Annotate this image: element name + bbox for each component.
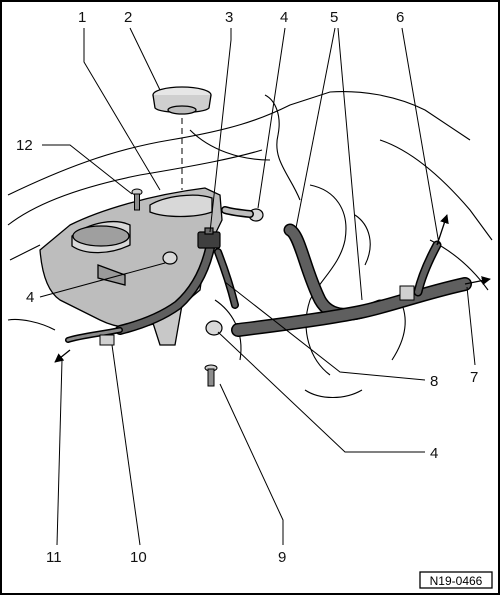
callout-4-left: 4 <box>26 289 34 306</box>
bolt-9 <box>204 364 218 387</box>
callout-6: 6 <box>396 9 404 26</box>
figure-reference-box: N19-0466 <box>419 571 493 589</box>
connector-plug <box>197 227 221 249</box>
callout-3: 3 <box>225 9 233 26</box>
callout-1: 1 <box>78 9 86 26</box>
callout-2: 2 <box>124 9 132 26</box>
callout-10: 10 <box>130 549 147 566</box>
hose-connector <box>399 285 415 301</box>
callout-7: 7 <box>470 369 478 386</box>
expansion-tank <box>39 187 223 346</box>
callout-12: 12 <box>16 137 33 154</box>
leader-lines <box>39 27 476 546</box>
callout-4-top: 4 <box>280 9 288 26</box>
coolant-hoses <box>65 206 472 343</box>
callout-5: 5 <box>330 9 338 26</box>
callout-numbers: 1 2 3 4 5 6 7 8 4 9 10 11 4 12 <box>16 9 478 566</box>
hose-union <box>99 334 115 346</box>
bolt-12 <box>131 188 143 211</box>
callout-11: 11 <box>46 549 62 566</box>
callout-9: 9 <box>278 549 286 566</box>
filler-cap <box>152 86 212 115</box>
callout-4-bottom: 4 <box>430 445 438 462</box>
figure-id: N19-0466 <box>430 574 483 588</box>
callout-8: 8 <box>430 373 438 390</box>
